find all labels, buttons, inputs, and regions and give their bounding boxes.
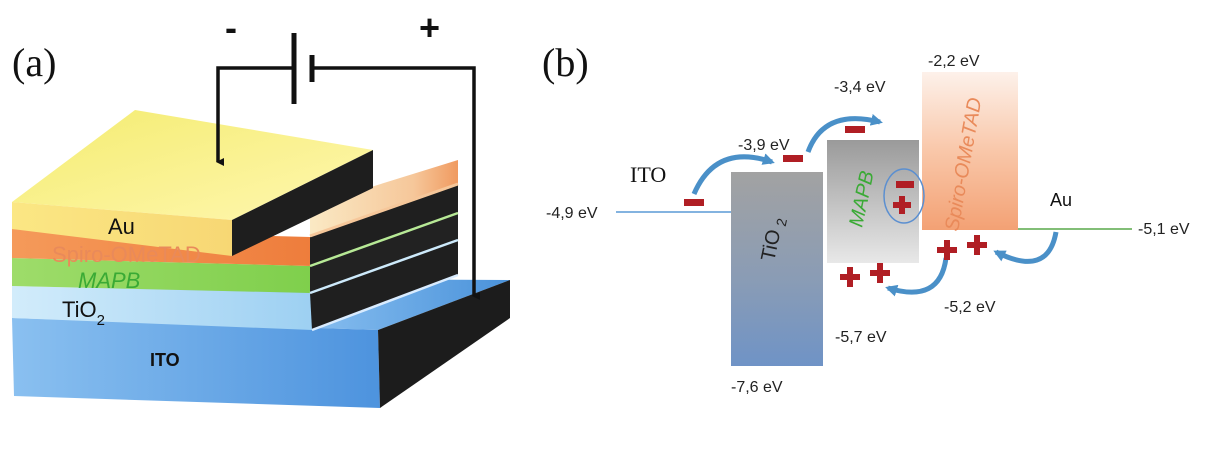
mapb-band [827,140,919,263]
energy-mapb-cb: -3,4 eV [834,79,886,96]
panel-a: (a) - + [12,7,510,408]
electron-symbol [684,199,704,206]
au-layer [12,110,459,332]
tio2-band [731,172,823,366]
ito-electrode-label: ITO [630,162,666,187]
hole-symbol [893,196,911,214]
spiro-band [922,72,1018,230]
panel-b-label: (b) [542,40,589,85]
electron-symbols [684,126,914,206]
exciton-circle [883,168,925,224]
ito-layer-label: ITO [150,350,180,370]
electron-transfer-arrow-tio2 [805,113,883,153]
tio2-layer-label: TiO2 [62,297,105,329]
electron-symbol [845,126,865,133]
au-layer-label: Au [108,214,135,239]
electron-symbol [783,155,803,162]
energy-spiro-lumo: -2,2 eV [928,53,980,70]
battery-circuit [216,33,480,300]
positive-terminal-sign: + [419,7,440,48]
energy-tio2-vb: -7,6 eV [731,379,783,396]
hole-symbol [840,267,860,287]
negative-terminal-sign: - [225,7,237,48]
energy-tio2-cb: -3,9 eV [738,137,790,154]
hole-symbol [870,263,890,283]
energy-au: -5,1 eV [1138,221,1190,238]
hole-symbols [840,196,987,287]
electron-transfer-arrow-ito [691,153,775,196]
au-electrode-label: Au [1050,190,1072,210]
hole-symbol [937,240,957,260]
hole-transfer-arrow-au [993,231,1059,264]
panel-b: (b) TiO2 MAPB Spiro-OMeTAD ITO Au -4,9 e… [542,40,1190,396]
electron-symbol [896,181,914,188]
charge-transfer-arrows [691,113,1059,297]
mapb-layer [12,213,458,293]
mapb-layer-label: MAPB [78,268,140,293]
energy-spiro-homo: -5,2 eV [944,299,996,316]
energy-mapb-vb: -5,7 eV [835,329,887,346]
tio2-layer [12,240,458,330]
spiro-layer-label: Spiro-OMeTAD [52,242,201,267]
energy-ito: -4,9 eV [546,205,598,222]
hole-transfer-arrow-mapb [885,257,949,297]
panel-a-label: (a) [12,40,56,85]
hole-symbol [967,235,987,255]
